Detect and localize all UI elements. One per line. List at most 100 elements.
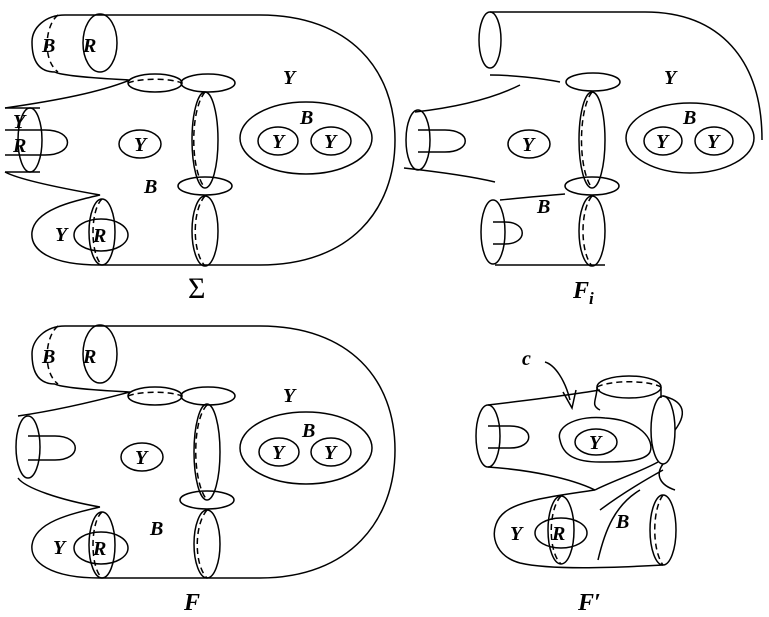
fprime-left-circle bbox=[475, 404, 501, 468]
sigma-right-ring bbox=[239, 101, 373, 175]
fi-low-circle bbox=[578, 195, 606, 267]
f-bottom-dash bbox=[92, 511, 103, 579]
fprime-twist bbox=[594, 461, 664, 561]
sigma-label-y-center: Y bbox=[134, 134, 148, 156]
fi-low-dash bbox=[582, 195, 593, 267]
sigma-top-dash bbox=[46, 14, 59, 73]
sigma-r-loop bbox=[73, 218, 129, 252]
f-label-y-right: Y bbox=[283, 385, 297, 407]
fi-ring-y1 bbox=[643, 126, 683, 156]
fi-neck-low bbox=[564, 176, 620, 196]
fi-top-circle bbox=[478, 11, 502, 69]
sigma-center-circle bbox=[191, 91, 219, 189]
sigma-center-dash bbox=[193, 91, 206, 189]
f-label-y-bottom: Y bbox=[53, 537, 67, 559]
fi-right-ring bbox=[625, 102, 755, 174]
f-top-circle bbox=[82, 324, 118, 384]
panel-fi: Y B Y Y Y B Fi bbox=[403, 11, 763, 308]
f-label-r-top: R bbox=[82, 346, 96, 368]
fi-left-circle bbox=[405, 109, 431, 171]
fprime-y-loop bbox=[574, 428, 618, 456]
fprime-bottom-dash bbox=[550, 495, 562, 565]
fi-bottom-circle bbox=[480, 199, 506, 265]
sigma-label-b-right: B bbox=[299, 107, 313, 129]
fi-label-b-center: B bbox=[536, 196, 550, 218]
fprime-right-lower-dash bbox=[654, 494, 664, 566]
f-y-loop bbox=[120, 442, 164, 472]
panel-sigma: B R Y R Y B Y R Y B Y Y Σ bbox=[4, 13, 396, 305]
f-neck-mid bbox=[180, 386, 236, 406]
fi-label-b-right: B bbox=[682, 107, 696, 129]
fi-label-ring-y1: Y bbox=[656, 131, 670, 153]
sigma-label-r-left: R bbox=[12, 135, 26, 157]
sigma-neck-top bbox=[127, 73, 183, 93]
f-ring-y1 bbox=[258, 437, 300, 467]
sigma-label-y-bottom: Y bbox=[55, 224, 69, 246]
fprime-caption: F′ bbox=[577, 590, 601, 616]
panel-fprime: c Y Y R B F′ bbox=[475, 348, 684, 616]
fi-bottom-finger bbox=[493, 221, 523, 245]
fprime-arrow-head bbox=[562, 389, 577, 411]
fprime-label-y-bottom: Y bbox=[510, 523, 524, 545]
fprime-arrow-line bbox=[544, 361, 571, 401]
sigma-label-b-center: B bbox=[143, 176, 157, 198]
f-top-end bbox=[31, 325, 66, 385]
f-r-loop bbox=[73, 531, 129, 565]
sigma-caption: Σ bbox=[188, 272, 205, 305]
fi-caption: Fi bbox=[572, 278, 594, 308]
f-label-ring-y1: Y bbox=[272, 442, 286, 464]
fi-neck-mid bbox=[565, 72, 621, 92]
sigma-neck-mid bbox=[180, 73, 236, 93]
f-top-dash bbox=[46, 325, 59, 385]
fi-outer-surface bbox=[403, 11, 763, 266]
fprime-left-tube bbox=[487, 389, 601, 491]
sigma-label-ring-y1: Y bbox=[272, 131, 286, 153]
sigma-label-y-right: Y bbox=[283, 67, 297, 89]
fprime-top-dash bbox=[596, 381, 662, 388]
fi-label-ring-y2: Y bbox=[707, 131, 721, 153]
sigma-top-end bbox=[31, 14, 66, 73]
fprime-bottom-tube bbox=[493, 489, 664, 569]
fprime-curve-c bbox=[558, 416, 652, 463]
fprime-label-y-inner: Y bbox=[589, 432, 603, 454]
f-label-y-center: Y bbox=[135, 447, 149, 469]
f-low-dash bbox=[196, 509, 208, 579]
f-label-b-top: B bbox=[41, 346, 55, 368]
sigma-neck-top-dash bbox=[127, 78, 183, 84]
sigma-low-dash bbox=[194, 195, 206, 267]
sigma-outer-surface bbox=[4, 14, 396, 266]
f-label-ring-y2: Y bbox=[324, 442, 338, 464]
f-left-circle bbox=[15, 415, 41, 479]
fprime-label-r-bottom: R bbox=[551, 523, 565, 545]
fi-label-y-center: Y bbox=[522, 134, 536, 156]
sigma-y-loop bbox=[118, 129, 162, 159]
fprime-right-upper-side bbox=[658, 395, 684, 491]
sigma-ring-y1 bbox=[257, 126, 299, 156]
f-neck-top bbox=[127, 386, 183, 406]
fi-ring-y2 bbox=[694, 126, 734, 156]
fi-left-finger bbox=[418, 129, 466, 153]
f-ring-y2 bbox=[310, 437, 352, 467]
fi-center-circle bbox=[578, 91, 606, 189]
fprime-right-lower-circle bbox=[649, 494, 677, 566]
fi-y-loop bbox=[507, 129, 551, 159]
f-label-b-right: B bbox=[301, 420, 315, 442]
fprime-left-finger bbox=[488, 425, 530, 449]
panel-f: B R Y B Y Y Y B Y R F bbox=[15, 324, 396, 616]
fi-label-y-right: Y bbox=[664, 67, 678, 89]
f-center-dash bbox=[195, 404, 208, 501]
fprime-r-loop bbox=[534, 517, 588, 549]
sigma-bottom-dash bbox=[92, 198, 103, 266]
f-left-finger bbox=[28, 435, 76, 461]
sigma-label-ring-y2: Y bbox=[324, 131, 338, 153]
f-center-circle bbox=[193, 403, 221, 501]
sigma-label-r-top: R bbox=[82, 35, 96, 57]
f-right-ring bbox=[239, 411, 373, 485]
fprime-top-ellipse bbox=[596, 375, 662, 399]
f-label-b-center: B bbox=[149, 518, 163, 540]
sigma-label-y-left: Y bbox=[13, 111, 27, 133]
sigma-neck-low bbox=[177, 176, 233, 196]
sigma-low-circle bbox=[191, 195, 219, 267]
sigma-ring-y2 bbox=[310, 126, 352, 156]
